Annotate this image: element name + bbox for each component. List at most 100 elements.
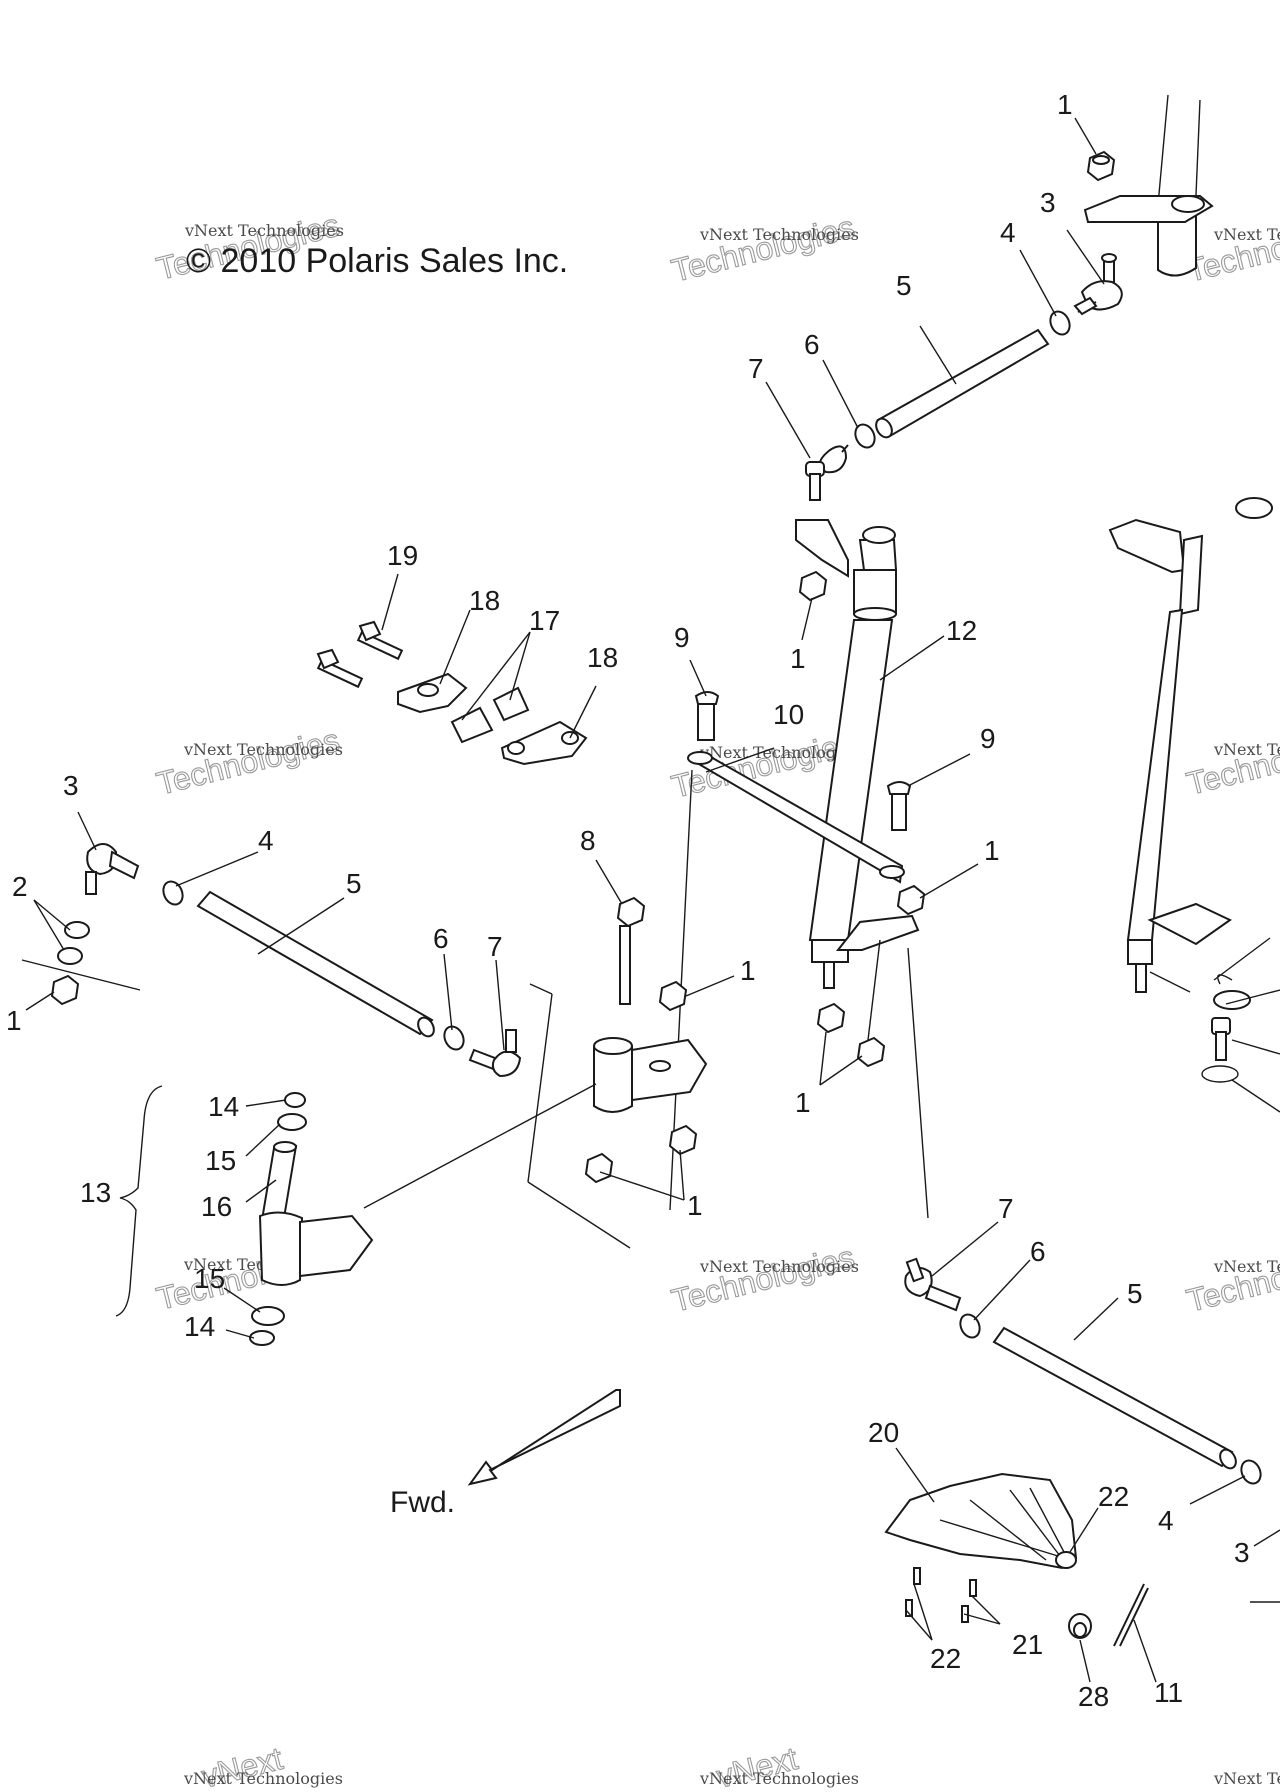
tie-rod-end-top-left (805, 444, 849, 501)
link-arm-10 (669, 750, 905, 1211)
flange-nut-pivot-top (658, 980, 688, 1012)
svg-text:Technologies: Technologies (153, 722, 343, 802)
callout-6: 6 (1030, 1236, 1046, 1267)
jam-nut-left-2 (443, 1025, 465, 1051)
washers-2 (57, 921, 90, 965)
callout-3: 3 (1234, 1537, 1250, 1568)
callout-10: 10 (773, 699, 804, 730)
callout-12: 12 (946, 615, 977, 646)
bolt-9-left (694, 691, 720, 741)
clamp-block-18-left (397, 672, 468, 714)
callout-6: 6 (433, 923, 449, 954)
right-side-fittings (1201, 974, 1251, 1083)
clamp-block-18-right (500, 720, 588, 766)
callout-1: 1 (790, 643, 806, 674)
callout-1: 1 (687, 1190, 703, 1221)
jam-nut-top (1049, 310, 1071, 336)
svg-text:vNext Technologies: vNext Technologies (699, 1257, 859, 1276)
callout-9: 9 (674, 622, 690, 653)
flange-nut-left (50, 974, 80, 1006)
callout-7: 7 (487, 931, 503, 962)
tie-rod-left (196, 890, 435, 1038)
watermark-bottom-right: vNext Technologies (1213, 1769, 1280, 1788)
tie-rod-end-left (85, 843, 140, 895)
tie-rod-end-left-2 (468, 1029, 522, 1078)
bushing-16 (260, 1141, 298, 1222)
callout-6: 6 (804, 329, 820, 360)
tie-rod-top (875, 328, 1050, 439)
svg-text:vNext Technologies: vNext Technologies (699, 225, 859, 244)
callout-15: 15 (205, 1145, 236, 1176)
leader-lines (21, 117, 1280, 1683)
cap-nut-14-top (284, 1092, 306, 1108)
svg-text:Technologies: Technologies (1183, 1239, 1280, 1319)
callout-5: 5 (346, 868, 362, 899)
callout-labels: 1 3 4 5 6 7 19 18 17 18 9 1 12 10 9 1 3 … (6, 89, 1250, 1712)
bushing-17-b (492, 686, 530, 722)
jam-nut-top-left (854, 423, 876, 449)
callout-4: 4 (1158, 1505, 1174, 1536)
callout-19: 19 (387, 540, 418, 571)
callout-16: 16 (201, 1191, 232, 1222)
pin-11 (1113, 1583, 1149, 1647)
callout-17: 17 (529, 605, 560, 636)
svg-text:vNext Technologies: vNext Technologies (183, 1769, 343, 1788)
jam-nut-lower-right (1240, 1459, 1262, 1485)
callout-4: 4 (258, 825, 274, 856)
callout-3: 3 (63, 770, 79, 801)
flange-nuts-center-bottom (816, 1002, 886, 1068)
steering-post-12 (795, 519, 920, 989)
watermark-top-center: Technologies vNext Technologies (667, 208, 859, 289)
callout-18: 18 (469, 585, 500, 616)
svg-text:vNext Technologies: vNext Technologies (1213, 740, 1280, 759)
bolt-9-right (886, 781, 912, 831)
steering-post-right (1108, 497, 1273, 993)
bolt-19-a (356, 620, 404, 661)
callout-1: 1 (740, 955, 756, 986)
upper-steering-column (1083, 94, 1214, 277)
svg-text:Technologies: Technologies (1183, 722, 1280, 802)
forward-arrow (467, 1389, 621, 1486)
callout-7: 7 (998, 1193, 1014, 1224)
flange-nut-pivot-right (668, 1124, 698, 1156)
bracket-13-brace (115, 1085, 163, 1317)
callout-11: 11 (1154, 1677, 1183, 1708)
svg-text:Technologies: Technologies (668, 1239, 858, 1319)
callout-28: 28 (1078, 1681, 1109, 1712)
callout-14: 14 (184, 1311, 215, 1342)
bolt-8 (616, 896, 646, 1005)
flange-nut-center (798, 570, 828, 602)
callout-2: 2 (12, 871, 28, 902)
svg-text:vNext Technologies: vNext Technologies (699, 743, 859, 762)
bushing-17-a (450, 706, 494, 744)
washer-15-top (277, 1113, 307, 1131)
callout-22: 22 (1098, 1481, 1129, 1512)
svg-text:Technologies: Technologies (668, 209, 858, 289)
watermark-bottom-center: vNext vNext Technologies (699, 1739, 859, 1792)
svg-text:Technologies: Technologies (1183, 209, 1280, 289)
callout-8: 8 (580, 825, 596, 856)
svg-text:vNext Technologies: vNext Technologies (183, 740, 343, 759)
svg-text:vNext Technologies: vNext Technologies (1213, 1257, 1280, 1276)
pivot-bracket (593, 1037, 708, 1113)
svg-text:vNext Technologies: vNext Technologies (1213, 1769, 1280, 1788)
copyright-notice: © 2010 Polaris Sales Inc. (186, 242, 568, 280)
tie-rod-end-top (1073, 253, 1123, 316)
watermark-mid-left: Technologies vNext Technologies (152, 721, 343, 802)
flange-nut-right (896, 884, 926, 916)
bolt-19-b (316, 648, 364, 689)
callout-15: 15 (194, 1263, 225, 1294)
callout-22: 22 (930, 1643, 961, 1674)
plug-28 (1068, 1613, 1092, 1639)
callout-1: 1 (984, 835, 1000, 866)
callout-1: 1 (1057, 89, 1073, 120)
flange-nut-pivot-left (584, 1152, 614, 1184)
watermark-low-right: Technologies vNext Technologies (1182, 1238, 1280, 1319)
svg-text:vNext Technologies: vNext Technologies (699, 1769, 859, 1788)
callout-9: 9 (980, 723, 996, 754)
watermark-low-center: Technologies vNext Technologies (667, 1238, 859, 1319)
callout-3: 3 (1040, 187, 1056, 218)
callout-5: 5 (1127, 1278, 1143, 1309)
svg-text:vNext Technologies: vNext Technologies (184, 221, 344, 240)
